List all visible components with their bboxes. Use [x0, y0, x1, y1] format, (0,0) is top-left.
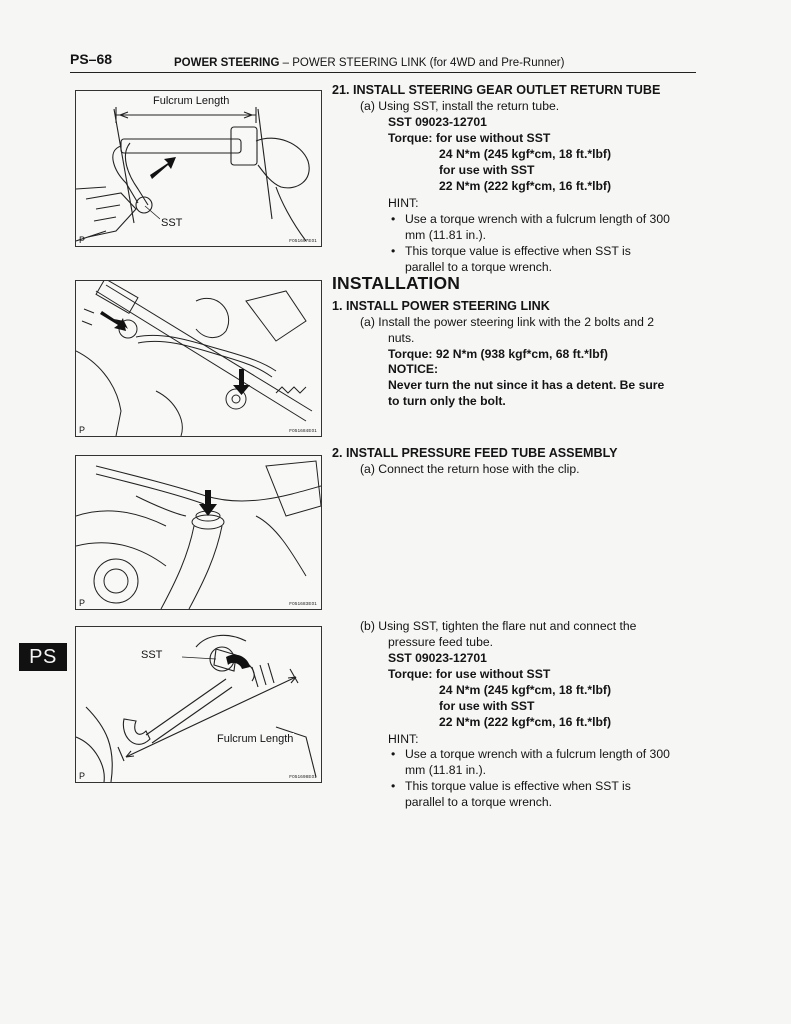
step-2-bullet-1-line-1: Use a torque wrench with a fulcrum lengt… [391, 746, 670, 762]
figure-1-wrench-fulcrum: Fulcrum Length SST P F051697E01 [75, 90, 322, 247]
header-separator: – [279, 57, 293, 69]
step-1-notice-line-2: to turn only the bolt. [388, 394, 506, 408]
figure-2-illustration [76, 281, 313, 436]
step-21-torque-label: Torque: for use without SST [388, 131, 551, 145]
step-2-a: (a) Connect the return hose with the cli… [360, 462, 580, 476]
header-rule [70, 72, 696, 73]
step-1-heading: 1. INSTALL POWER STEERING LINK [332, 299, 550, 313]
figure-4-fulcrum-label: Fulcrum Length [216, 733, 295, 745]
step-21-torque-3: 22 N*m (222 kgf*cm, 16 ft.*lbf) [439, 179, 612, 193]
step-2-bullet-2-line-1: This torque value is effective when SST … [391, 778, 631, 794]
step-2-torque-1: 24 N*m (245 kgf*cm, 18 ft.*lbf) [439, 683, 612, 697]
figure-2-steering-link: P F051684E01 [75, 280, 322, 437]
step-1-notice-label: NOTICE: [388, 362, 439, 376]
step-21-sst: SST 09023-12701 [388, 115, 487, 129]
step-2-torque-3: 22 N*m (222 kgf*cm, 16 ft.*lbf) [439, 715, 612, 729]
step-21-torque-2: for use with SST [439, 163, 535, 177]
figure-1-sst-label: SST [160, 217, 184, 229]
step-21-a: (a) Using SST, install the return tube. [360, 99, 560, 113]
figure-1-illustration [76, 107, 310, 242]
step-21-bullet-2-line-2: parallel to a torque wrench. [405, 260, 553, 274]
step-21-bullet-1-line-1: Use a torque wrench with a fulcrum lengt… [391, 211, 670, 227]
step-2-torque-label: Torque: for use without SST [388, 667, 551, 681]
step-21-torque-1: 24 N*m (245 kgf*cm, 18 ft.*lbf) [439, 147, 612, 161]
figure-3-return-hose-clip: P F051683E01 [75, 455, 322, 610]
figure-4-code: F051698E01 [289, 774, 317, 779]
step-1-a-line-1: (a) Install the power steering link with… [360, 315, 655, 329]
step-21-bullet-2-line-1: This torque value is effective when SST … [391, 243, 631, 259]
step-2-heading: 2. INSTALL PRESSURE FEED TUBE ASSEMBLY [332, 446, 618, 460]
figure-3-illustration [76, 460, 321, 609]
figure-3-code: F051683E01 [289, 601, 317, 606]
header-subsection: POWER STEERING LINK (for 4WD and Pre-Run… [292, 57, 565, 69]
step-1-a-line-2: nuts. [388, 331, 415, 345]
figure-4-sst-label: SST [140, 649, 164, 661]
step-2-bullet-1-line-2: mm (11.81 in.). [405, 763, 487, 777]
step-2-bullet-2-line-2: parallel to a torque wrench. [405, 795, 553, 809]
figure-1-fulcrum-label: Fulcrum Length [152, 95, 231, 107]
step-2-torque-2: for use with SST [439, 699, 535, 713]
figure-2-p-label: P [79, 425, 86, 435]
figure-4-flare-nut-sst: SST Fulcrum Length P F051698E01 [75, 626, 322, 783]
step-1-notice-line-1: Never turn the nut since it has a detent… [388, 378, 665, 392]
figure-1-p-label: P [79, 235, 86, 245]
step-21-heading: 21. INSTALL STEERING GEAR OUTLET RETURN … [332, 83, 661, 97]
section-tab: PS [19, 643, 67, 671]
header-section: POWER STEERING [174, 57, 280, 69]
figure-2-code: F051684E01 [289, 428, 317, 433]
step-2-hint: HINT: [388, 732, 419, 746]
figure-4-p-label: P [79, 771, 86, 781]
step-21-bullet-1-line-2: mm (11.81 in.). [405, 228, 487, 242]
step-2-b-line-1: (b) Using SST, tighten the flare nut and… [360, 619, 637, 633]
page-number: PS–68 [70, 51, 113, 67]
installation-title: INSTALLATION [332, 273, 461, 293]
figure-3-p-label: P [79, 598, 86, 608]
step-2-b-line-2: pressure feed tube. [388, 635, 494, 649]
page-header-title: POWER STEERING – POWER STEERING LINK (fo… [174, 57, 564, 69]
step-21-hint: HINT: [388, 196, 419, 210]
figure-4-illustration [76, 634, 317, 782]
step-2-sst: SST 09023-12701 [388, 651, 487, 665]
figure-1-code: F051697E01 [289, 238, 317, 243]
step-1-torque: Torque: 92 N*m (938 kgf*cm, 68 ft.*lbf) [388, 347, 608, 361]
